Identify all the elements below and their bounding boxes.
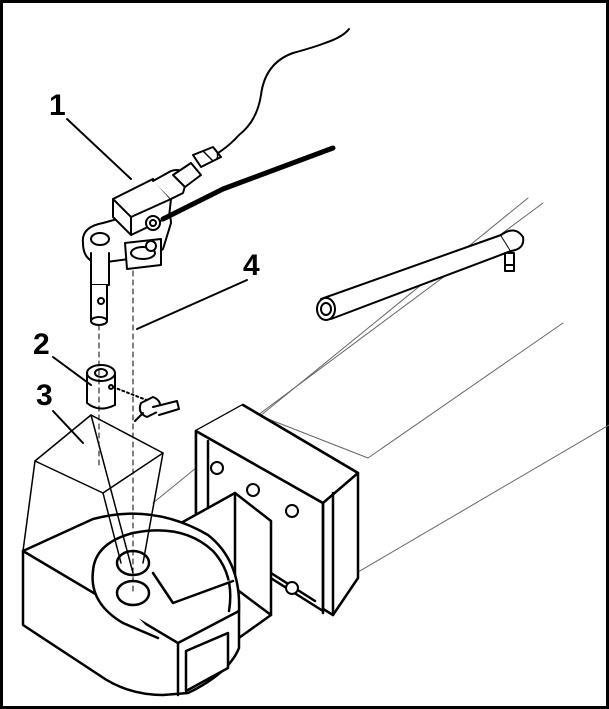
alignment-axes — [98, 270, 134, 596]
steering-knuckle — [21, 512, 241, 697]
tie-rod — [316, 229, 525, 321]
assembly-drawing — [21, 28, 609, 697]
sensor-cable — [198, 28, 350, 164]
callout-1: 1 — [49, 89, 66, 122]
callout-4: 4 — [243, 249, 260, 282]
callout-leaders — [52, 118, 248, 444]
angle-sensor — [81, 162, 202, 326]
sensor-bushing — [86, 364, 180, 422]
callout-3: 3 — [36, 379, 53, 412]
sensor-lever — [160, 145, 336, 222]
cable-connector — [192, 146, 222, 168]
callout-2: 2 — [33, 328, 50, 361]
